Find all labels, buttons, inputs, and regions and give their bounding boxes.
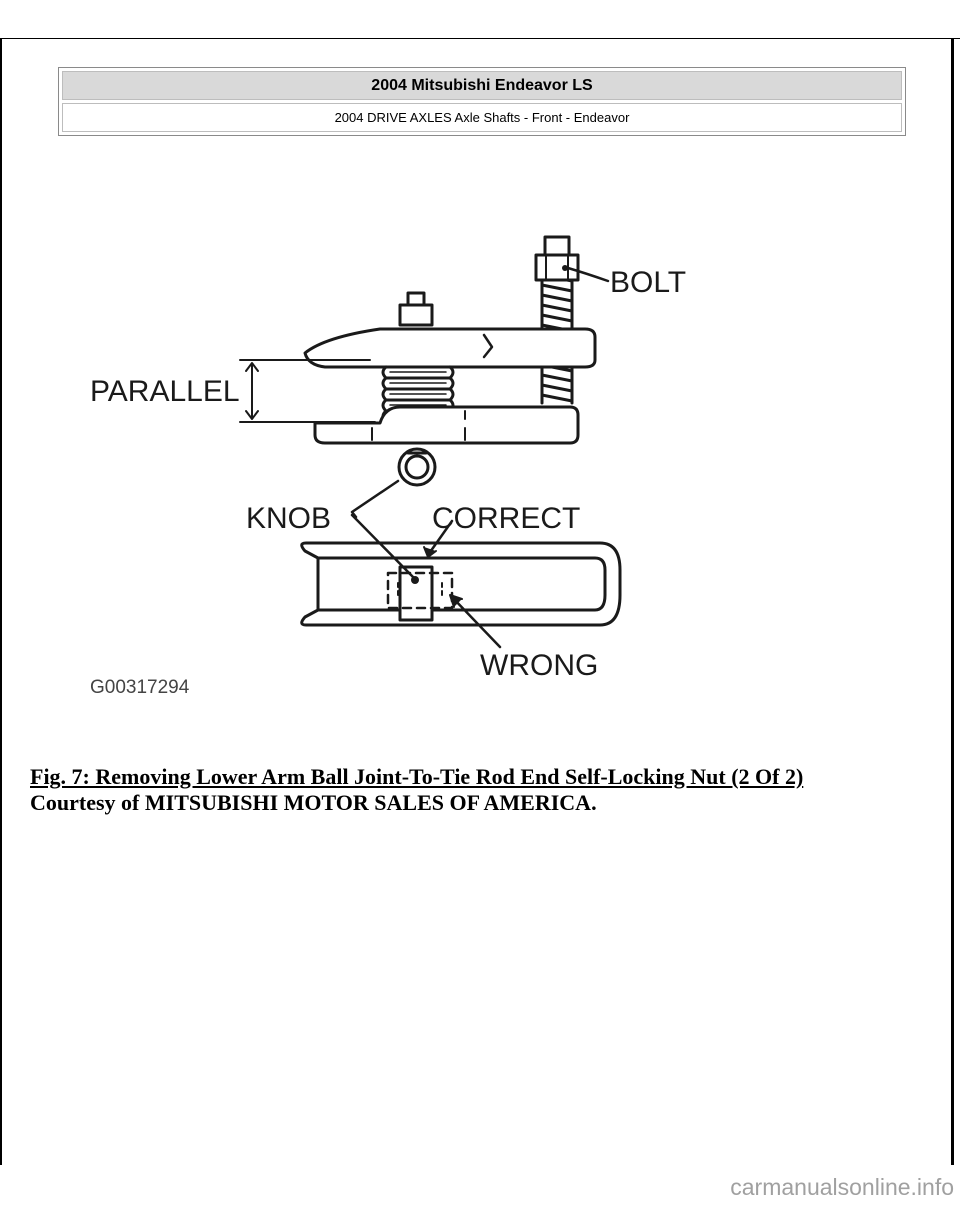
wrong-leader [450, 595, 502, 649]
label-bolt: BOLT [610, 266, 686, 299]
footer-watermark: carmanualsonline.info [730, 1174, 954, 1200]
bolt-nut [534, 253, 580, 282]
document-title: 2004 Mitsubishi Endeavor LS [62, 71, 902, 100]
caption-courtesy: Courtesy of MITSUBISHI MOTOR SALES OF AM… [30, 790, 597, 815]
knob-leader [350, 479, 400, 519]
figure-drawing: BOLT PARALLEL KNOB CORRECT WRONG G003172… [90, 235, 686, 698]
knob-correct-position [398, 565, 434, 622]
bolt-leader [566, 266, 610, 283]
page-border-left [0, 38, 2, 1165]
label-correct: CORRECT [432, 502, 580, 535]
lower-arm [313, 405, 580, 445]
bolt-shaft [540, 268, 574, 402]
label-parallel: PARALLEL [90, 375, 240, 408]
figure-code: G00317294 [90, 677, 190, 698]
top-stud [398, 303, 434, 327]
label-wrong: WRONG [480, 649, 598, 682]
figure-ball-joint-puller: BOLT PARALLEL KNOB CORRECT WRONG G003172… [80, 225, 700, 705]
label-knob: KNOB [246, 502, 331, 535]
knob-wrong-position [386, 571, 454, 610]
page-border-right [951, 38, 954, 1165]
puller-top-view [300, 541, 622, 627]
knob [397, 447, 437, 487]
upper-arm [303, 327, 597, 369]
correct-leader [426, 519, 454, 557]
caption-title[interactable]: Fig. 7: Removing Lower Arm Ball Joint-To… [30, 764, 804, 789]
parallel-dimension [239, 359, 376, 423]
header-table: 2004 Mitsubishi Endeavor LS 2004 DRIVE A… [58, 67, 906, 136]
page-border-top [0, 38, 960, 39]
figure-caption: Fig. 7: Removing Lower Arm Ball Joint-To… [30, 764, 890, 816]
document-subtitle: 2004 DRIVE AXLES Axle Shafts - Front - E… [62, 103, 902, 132]
